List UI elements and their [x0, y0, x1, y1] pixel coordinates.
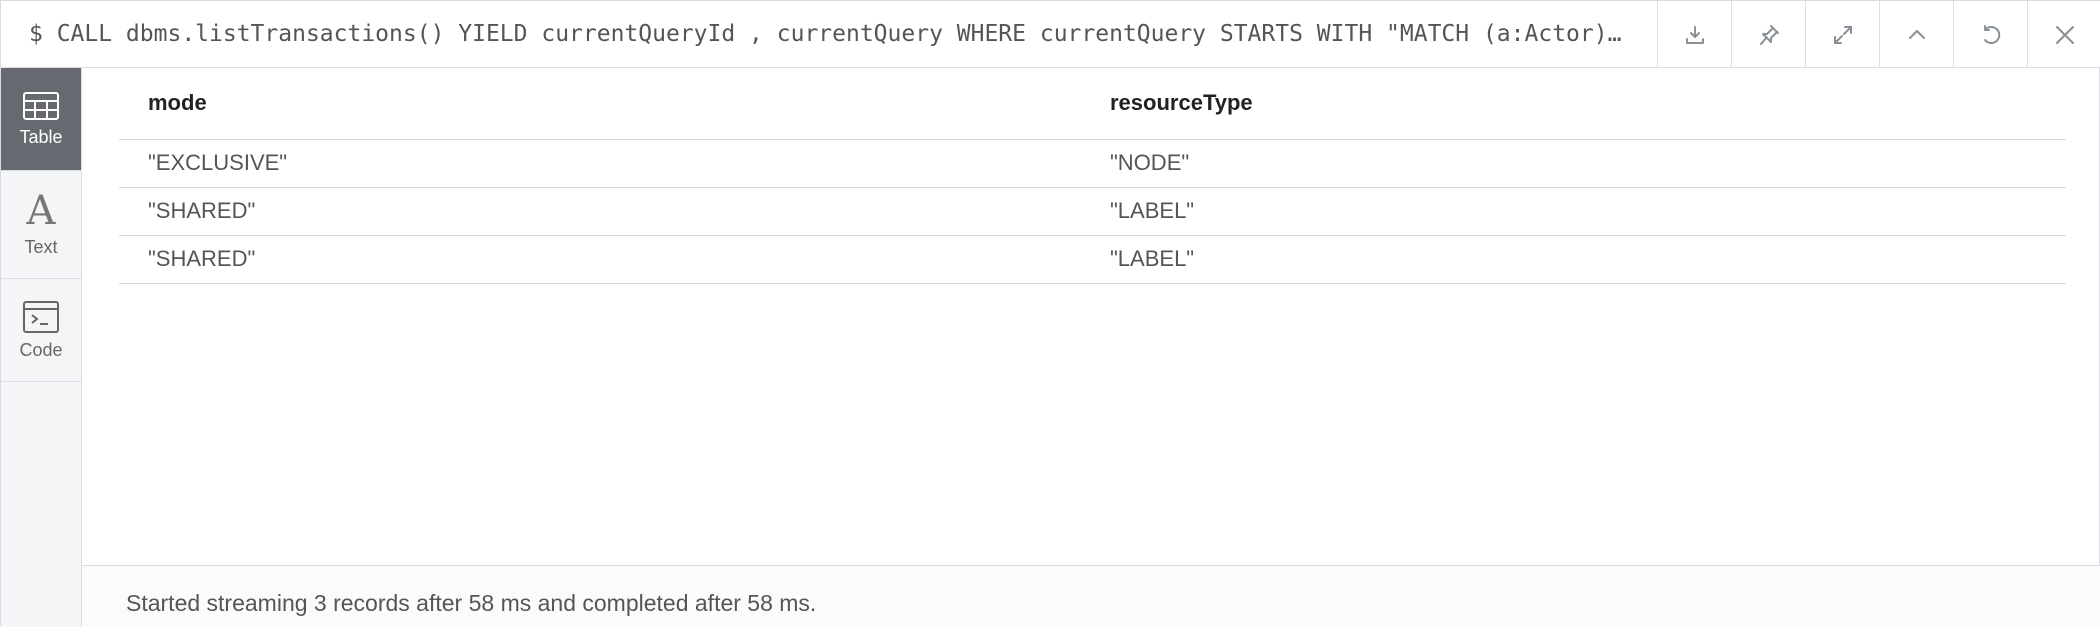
table-cell: "EXCLUSIVE": [119, 139, 1081, 188]
table-icon: [23, 91, 59, 120]
expand-icon: [1833, 25, 1852, 44]
column-header-mode[interactable]: mode: [119, 68, 1081, 140]
rerun-button[interactable]: [1953, 1, 2027, 68]
table-cell: "SHARED": [119, 187, 1081, 236]
result-frame: $ CALL dbms.listTransactions() YIELD cur…: [0, 0, 2100, 627]
column-header-resource-type[interactable]: resourceType: [1081, 68, 2066, 140]
sidebar-item-label: Table: [19, 126, 63, 147]
status-bar: Started streaming 3 records after 58 ms …: [82, 565, 2100, 627]
table-header-row: mode resourceType: [119, 68, 2066, 140]
code-icon: [23, 300, 59, 333]
view-sidebar: Table A Text Code: [1, 68, 82, 627]
results-table: mode resourceType "EXCLUSIVE" "NODE" "SH…: [119, 68, 2066, 284]
sidebar-item-text[interactable]: A Text: [1, 171, 81, 279]
sidebar-item-label: Code: [19, 339, 63, 360]
status-text: Started streaming 3 records after 58 ms …: [126, 590, 817, 616]
pin-button[interactable]: [1731, 1, 1805, 68]
table-view: mode resourceType "EXCLUSIVE" "NODE" "SH…: [82, 68, 2100, 565]
sidebar-item-table[interactable]: Table: [1, 68, 81, 171]
frame-header: $ CALL dbms.listTransactions() YIELD cur…: [1, 1, 2100, 68]
table-row: "SHARED" "LABEL": [119, 235, 2066, 284]
pin-icon: [1759, 24, 1779, 45]
fullscreen-button[interactable]: [1805, 1, 1879, 68]
download-button[interactable]: [1657, 1, 1731, 68]
close-button[interactable]: [2027, 1, 2100, 68]
table-cell: "SHARED": [119, 235, 1081, 284]
close-icon: [2055, 25, 2074, 44]
table-row: "EXCLUSIVE" "NODE": [119, 139, 2066, 188]
collapse-button[interactable]: [1879, 1, 1953, 68]
header-actions: [1657, 1, 2100, 68]
table-row: "SHARED" "LABEL": [119, 187, 2066, 236]
sidebar-item-label: Text: [24, 237, 58, 257]
collapse-up-icon: [1908, 29, 1925, 39]
table-cell: "LABEL": [1081, 187, 2066, 236]
text-icon: A: [26, 188, 56, 234]
sidebar-item-code[interactable]: Code: [1, 279, 81, 382]
download-icon: [1685, 25, 1704, 44]
table-cell: "LABEL": [1081, 235, 2066, 284]
table-cell: "NODE": [1081, 139, 2066, 188]
query-text[interactable]: $ CALL dbms.listTransactions() YIELD cur…: [29, 21, 1622, 47]
rerun-icon: [1983, 24, 2000, 44]
